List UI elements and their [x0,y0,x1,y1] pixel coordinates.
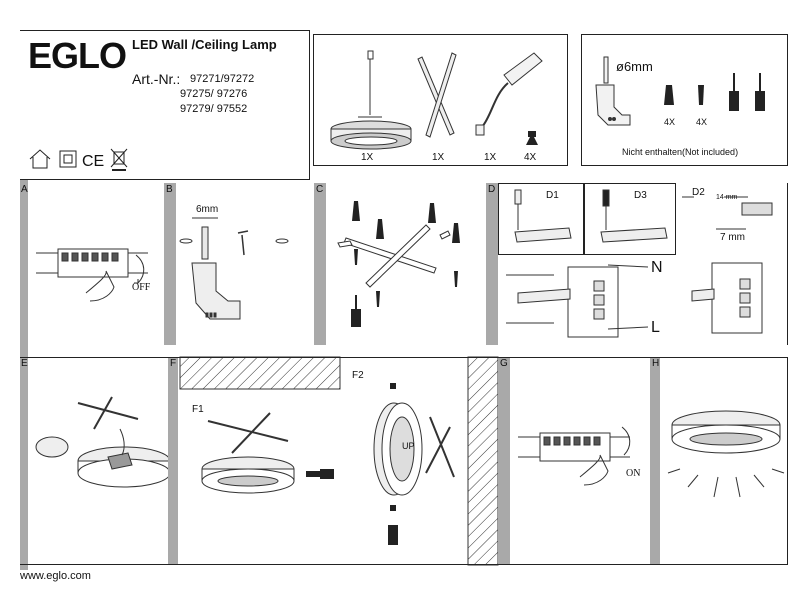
step-d1-label: D1 [546,190,559,201]
wall-mount-illustration [373,402,455,496]
step-b-strip [164,183,176,345]
step-g-strip [498,357,510,565]
step-c-label: C [316,184,324,195]
art-number-2: 97275/ 97276 [180,88,248,100]
step-f1-label: F1 [192,404,204,415]
step-f2-label: F2 [352,370,364,381]
step-a-label: A [21,184,28,195]
pendant-qty: 1X [361,152,374,163]
hand-switch-icon [579,426,631,486]
hand-switch-icon [85,254,145,302]
step-d-strip [486,183,498,345]
art-number-3: 97279/ 97552 [180,103,248,115]
lamp-wiring-illustration [35,396,171,488]
pendant-lamp-illustration [330,50,412,150]
website-url[interactable]: www.eglo.com [20,570,91,582]
step-e-panel [28,357,171,565]
wall-plug-icons [352,201,460,243]
lit-lamp-illustration [671,410,781,454]
step-f-panel: F1 [178,356,342,565]
step-e-strip [20,357,28,565]
step-d-label: D [488,184,496,195]
step-f-strip [168,357,178,565]
art-nr-label: Art.-Nr.: [132,71,181,87]
row-3-border [20,357,788,565]
step-g-on-label: ON [626,468,641,479]
wiring-diagram [506,196,773,338]
indoor-house-icon [29,149,51,169]
step-h-panel [660,357,788,565]
bracket-qty: 1X [432,152,445,163]
step-h-strip [650,357,660,565]
terminal-block-illustration [518,432,630,462]
screwdriver-icon [306,469,334,479]
parts-included-panel: 1X 1X 1X 4X [313,34,568,166]
terminal-block-illustration [36,248,148,278]
step-d1-box [498,183,584,255]
phillips-screwdriver-icon [755,73,765,111]
not-included-caption: Nicht enthalten(Not included) [622,147,739,157]
neutral-label: N [651,259,663,276]
step-e-label: E [21,358,28,369]
screw-icons [388,383,398,545]
led-driver-illustration [475,52,543,136]
step-d3-label: D3 [634,190,647,201]
screw-icon [526,131,538,145]
drill-icon [595,56,631,126]
step-g-panel: ON [510,357,650,565]
certification-icons: CE [29,148,128,171]
step-d3-box [584,183,676,255]
drill-size: ø6mm [616,59,653,74]
dowel-qty: 4X [664,117,676,127]
step-h-label: H [652,358,660,369]
step-g-label: G [500,358,508,369]
step-a-off-label: OFF [132,282,151,293]
up-direction-label: UP [402,441,415,451]
step-c-panel [326,183,486,345]
strip-length-7mm: 7 mm [720,232,745,243]
step-f2-panel: F2 UP [342,356,499,566]
art-number-1: 97271/97272 [190,73,255,85]
header-panel: EGLO LED Wall /Ceiling Lamp Art.-Nr.: 97… [20,30,310,180]
screwdriver-icon [351,295,361,327]
wall-plug-icon [664,85,674,105]
cross-bracket-illustration [417,52,457,138]
step-b-drill-size: 6mm [196,204,219,215]
brand-logo: EGLO [28,35,127,76]
light-rays-icon [667,468,785,498]
step-b-label: B [166,184,173,195]
drill-hole-illustration [179,217,289,320]
step-d2-label: D2 [692,187,705,198]
live-label: L [651,319,660,336]
step-b-panel: 6mm [176,183,314,345]
weee-bin-icon [110,148,128,171]
product-title: LED Wall /Ceiling Lamp [132,37,277,52]
screw-qty: 4X [696,117,708,127]
step-f-label: F [170,358,177,369]
screws-qty: 4X [524,152,537,163]
flat-screwdriver-icon [729,73,739,111]
ceiling-mount-illustration [201,412,295,494]
class-ii-icon [59,150,77,168]
step-a-panel: OFF [28,183,164,345]
wood-screw-icon [698,85,704,105]
screw-icons [354,249,458,307]
step-c-strip [314,183,326,345]
strip-length-14mm: 14 mm [716,194,738,201]
ce-mark-icon: CE [82,153,104,170]
bracket-mounting-illustration [337,224,451,288]
driver-qty: 1X [484,152,497,163]
not-included-panel: ø6mm 4X 4X Nicht enthalten(Not included) [581,34,788,166]
step-d-panel: D1 D3 D2 14 mm 7 mm N L [498,183,788,345]
